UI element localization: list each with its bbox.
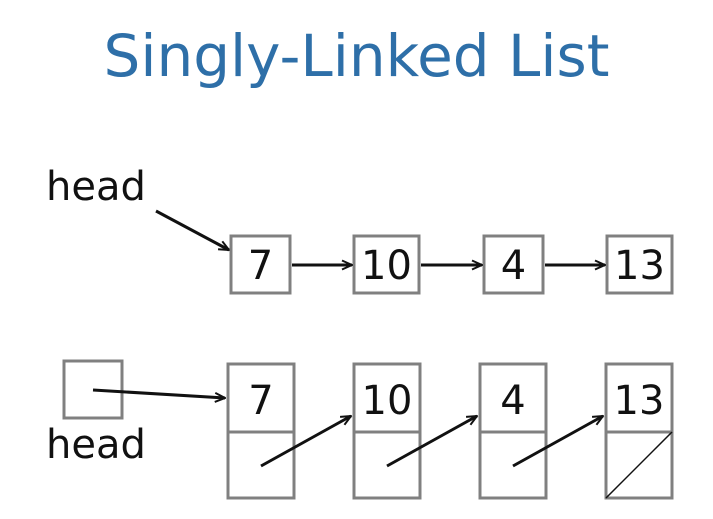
bottom-next-arrow (512, 414, 603, 468)
bottom-head-arrow (92, 388, 225, 398)
top-node-value: 7 (248, 243, 273, 289)
node-value-cell (226, 362, 296, 434)
null-slash (605, 431, 673, 499)
bottom-head-label: head (46, 422, 146, 468)
bottom-next-arrow (386, 414, 477, 468)
bottom-next-arrow (260, 414, 351, 468)
bottom-node-value: 4 (500, 378, 525, 424)
top-node-box (352, 234, 421, 295)
node-value-cell (604, 362, 674, 434)
top-node-box (482, 234, 545, 295)
head-pointer-box (62, 359, 124, 420)
top-node-value: 10 (361, 243, 412, 289)
slide-title: Singly-Linked List (103, 22, 610, 90)
bottom-node-value: 10 (362, 378, 413, 424)
top-head-arrow (155, 209, 229, 252)
top-head-label: head (46, 164, 146, 210)
bottom-node-value: 7 (248, 378, 273, 424)
top-node-value: 13 (614, 243, 665, 289)
top-node-box (229, 234, 292, 295)
top-node-box (605, 234, 674, 295)
bottom-node-value: 13 (614, 378, 665, 424)
top-node-value: 4 (501, 243, 526, 289)
